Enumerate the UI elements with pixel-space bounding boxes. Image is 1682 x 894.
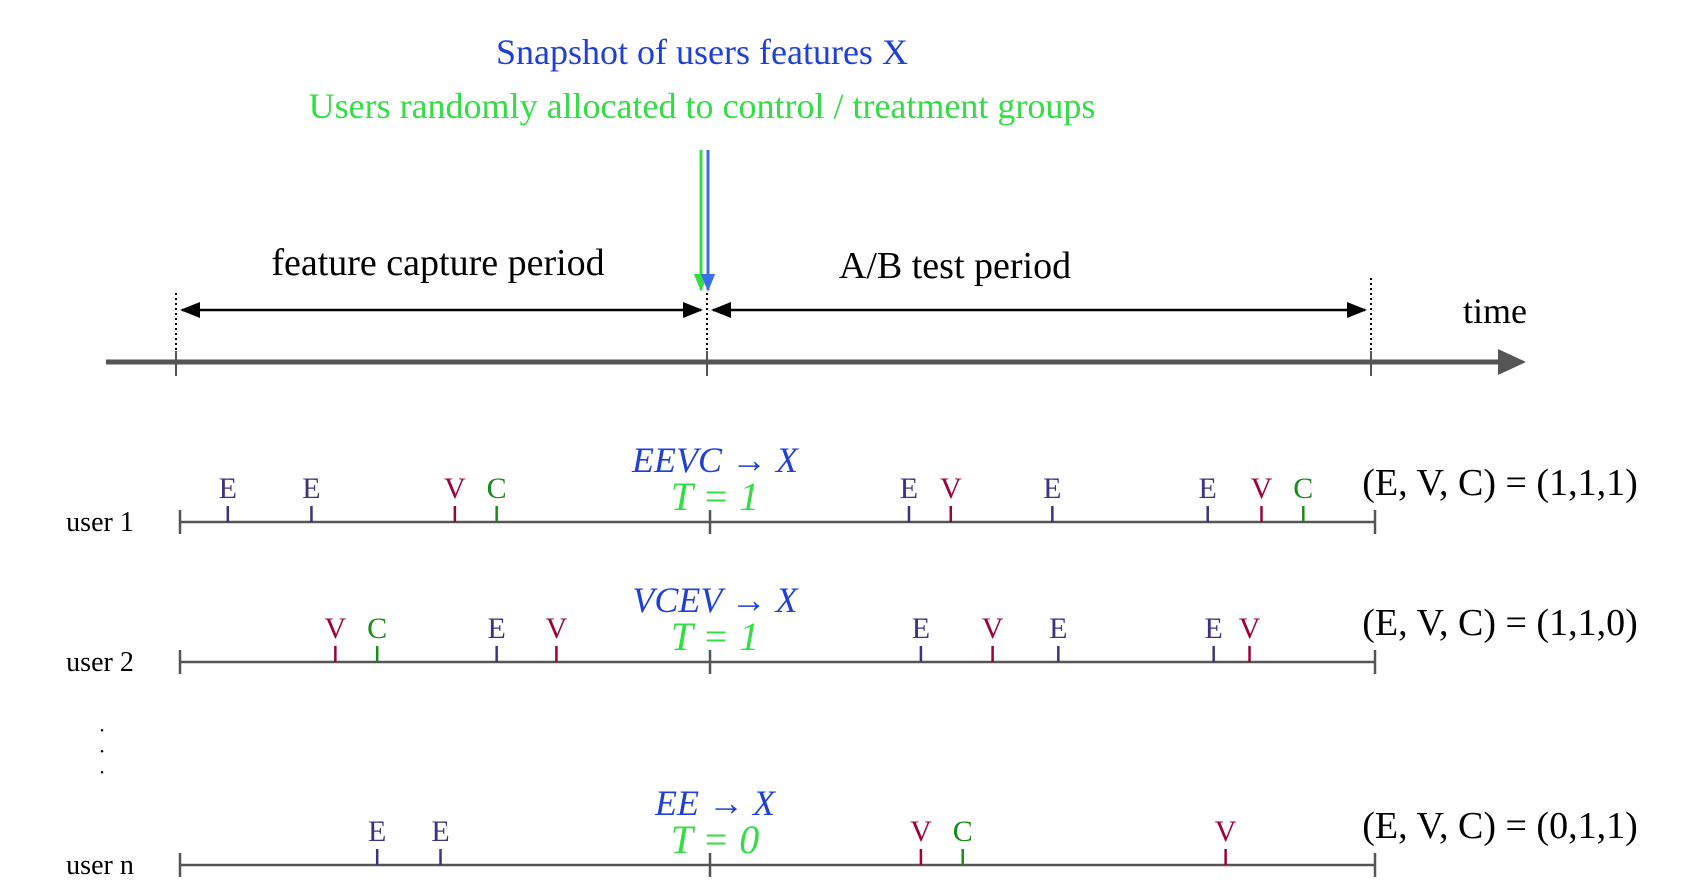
event-label-E: E [1049, 612, 1067, 645]
event-label-V: V [940, 472, 962, 505]
event-label-E: E [302, 472, 320, 505]
feature-expression: EE → X [654, 783, 777, 823]
ab-period-label: A/B test period [839, 245, 1071, 287]
ellipsis-dot: · [99, 739, 105, 763]
time-axis-arrowhead [1498, 349, 1526, 375]
event-label-E: E [1199, 472, 1217, 505]
event-label-V: V [1215, 815, 1237, 848]
event-label-E: E [912, 612, 930, 645]
snapshot-title: Snapshot of users features X [496, 32, 908, 72]
event-label-V: V [1239, 612, 1261, 645]
event-label-E: E [368, 815, 386, 848]
event-label-V: V [982, 612, 1004, 645]
outcome-vector: (E, V, C) = (1,1,1) [1362, 462, 1637, 504]
feature-expression: EEVC → X [631, 440, 800, 480]
event-label-V: V [1251, 472, 1273, 505]
user-label: user 1 [66, 507, 134, 538]
user-label: user 2 [66, 647, 134, 678]
event-label-E: E [900, 472, 918, 505]
outcome-vector: (E, V, C) = (0,1,1) [1362, 805, 1637, 847]
event-label-C: C [953, 815, 973, 848]
ellipsis-dot: · [99, 718, 105, 742]
feature-expression: VCEV → X [632, 580, 799, 620]
feature-period-label: feature capture period [271, 242, 604, 284]
event-label-E: E [1043, 472, 1061, 505]
event-label-V: V [325, 612, 347, 645]
event-label-E: E [219, 472, 237, 505]
allocation-title: Users randomly allocated to control / tr… [309, 86, 1096, 126]
ellipsis-dot: · [99, 760, 105, 784]
outcome-vector: (E, V, C) = (1,1,0) [1362, 602, 1637, 644]
event-label-C: C [487, 472, 507, 505]
user-label: user n [66, 850, 134, 881]
treatment-assignment: T = 0 [671, 817, 760, 862]
event-label-C: C [1293, 472, 1313, 505]
treatment-assignment: T = 1 [671, 614, 760, 659]
treatment-assignment: T = 1 [671, 474, 760, 519]
event-label-E: E [488, 612, 506, 645]
time-label: time [1463, 291, 1527, 331]
event-label-E: E [431, 815, 449, 848]
event-label-V: V [546, 612, 568, 645]
event-label-C: C [367, 612, 387, 645]
event-label-E: E [1205, 612, 1223, 645]
event-label-V: V [444, 472, 466, 505]
event-label-V: V [910, 815, 932, 848]
